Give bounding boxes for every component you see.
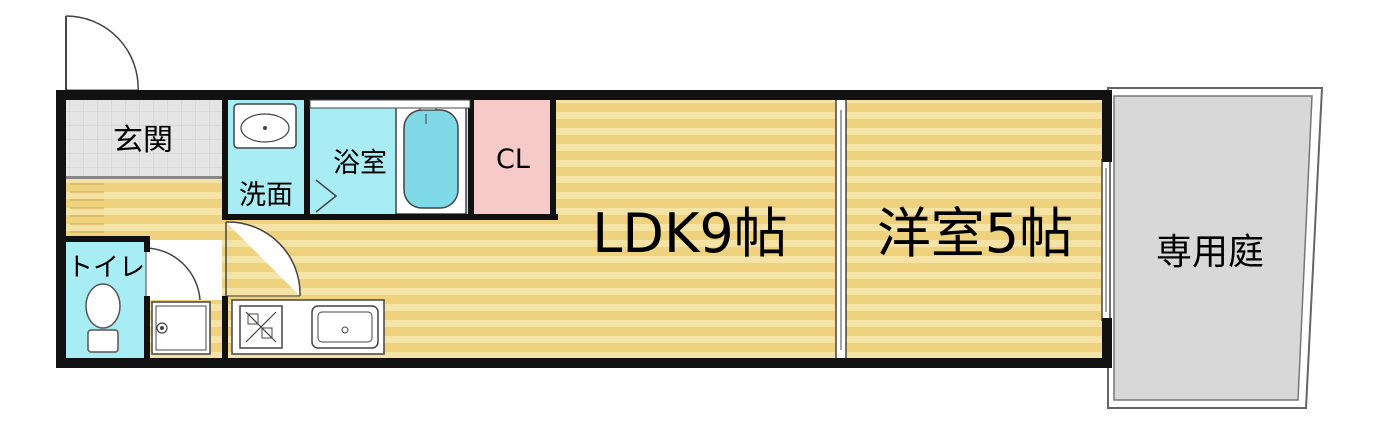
step-lines: [70, 183, 104, 233]
sink-icon: [233, 103, 297, 149]
room-label-closet: CL: [496, 144, 530, 175]
hallway-door: [225, 221, 301, 297]
room-label-yoshitsu: 洋室5帖: [877, 202, 1073, 265]
room-label-ldk: LDK9帖: [592, 202, 787, 265]
western-room-floor: [846, 100, 1104, 358]
walls: [56, 90, 1112, 368]
garden-area: [1107, 87, 1324, 409]
garden-window: [1101, 159, 1111, 321]
room-label-genkan: 玄関: [113, 123, 173, 158]
kitchen-counter: [231, 299, 385, 355]
room-label-senmen: 洗面: [239, 180, 293, 211]
toilet-door: [145, 247, 201, 301]
genkan-floor: [66, 100, 222, 178]
kitchen-sink-icon: [311, 305, 379, 349]
room-label-garden: 専用庭: [1156, 232, 1264, 273]
closet-floor: [474, 100, 554, 214]
stove-icon: [239, 305, 283, 349]
toilet-fixture: [85, 283, 121, 353]
room-label-yokushitsu: 浴室: [333, 148, 387, 179]
bathtub-icon: [395, 99, 467, 215]
bath-top-wall: [309, 99, 471, 109]
entrance-door: [65, 15, 139, 93]
bathroom-door: [315, 179, 338, 213]
room-label-toilet: トイレ: [67, 253, 145, 283]
hallway-floor: [66, 178, 222, 240]
sliding-partition: [835, 97, 847, 361]
washing-machine-icon: [151, 301, 211, 355]
